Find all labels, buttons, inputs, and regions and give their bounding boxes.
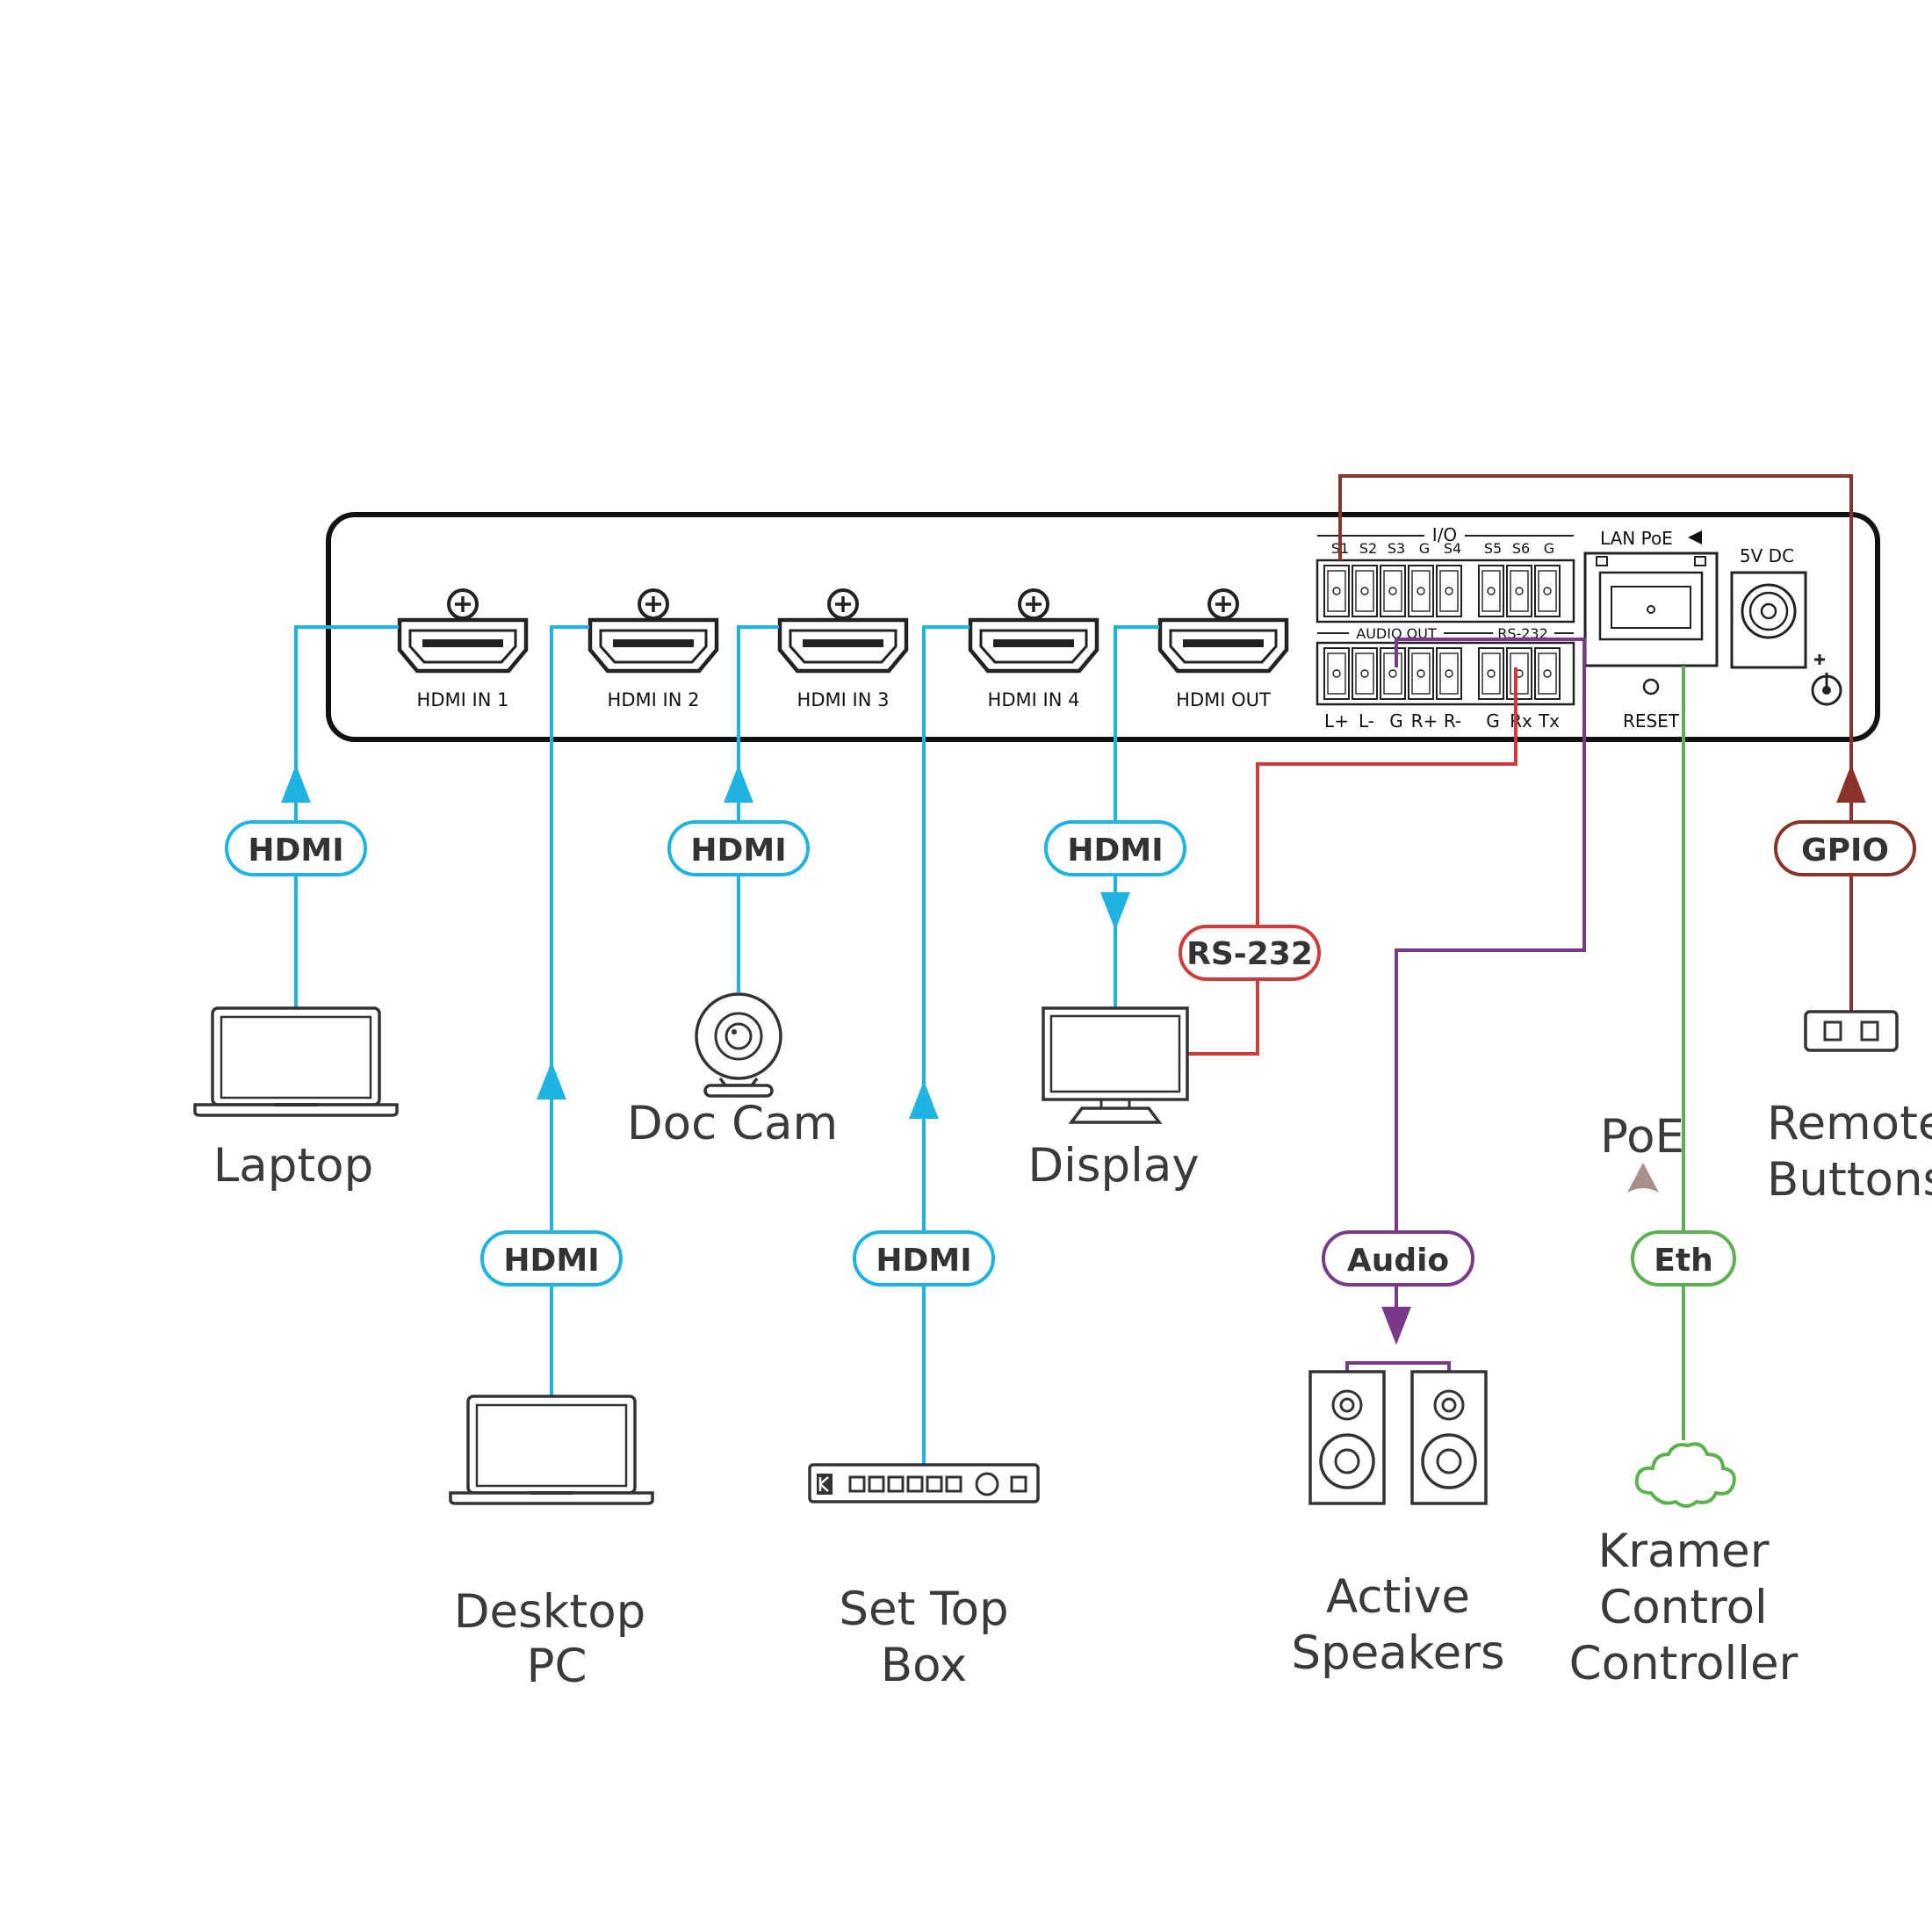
hdmi-cable-display bbox=[1100, 625, 1159, 1008]
hdmi-pill-desktop: HDMI bbox=[480, 1230, 623, 1287]
gpio-cable bbox=[1338, 474, 1866, 1012]
set-top-box-label-line1: Set Top bbox=[839, 1582, 1008, 1636]
controller-label-line1: Kramer bbox=[1597, 1525, 1769, 1578]
reset-button[interactable]: RESET bbox=[1623, 678, 1680, 732]
controller-label-line3: Controller bbox=[1569, 1637, 1799, 1690]
audio-pin-label: R+ bbox=[1411, 710, 1438, 732]
eth-pill-label: Eth bbox=[1654, 1243, 1712, 1279]
speakers-label-line2: Speakers bbox=[1291, 1626, 1504, 1680]
rs232-pin-label: Rx bbox=[1510, 710, 1532, 732]
hdmi-in-1-label: HDMI IN 1 bbox=[417, 689, 509, 710]
audio-pin-label: L+ bbox=[1324, 710, 1349, 732]
remote-buttons-icon bbox=[1804, 1010, 1899, 1052]
lan-poe-label: LAN PoE bbox=[1600, 528, 1673, 549]
desktop-pc-icon bbox=[449, 1395, 654, 1505]
io-pin-label: S6 bbox=[1512, 540, 1530, 557]
hdmi-in-3-label: HDMI IN 3 bbox=[797, 689, 890, 710]
hdmi-pill-laptop: HDMI bbox=[225, 820, 367, 876]
desktop-pc-label-line2: PC bbox=[527, 1640, 588, 1693]
io-pin-label: S5 bbox=[1484, 540, 1502, 557]
audio-pin-label: R- bbox=[1444, 710, 1461, 732]
hdmi-pill-doccam: HDMI bbox=[667, 820, 810, 876]
hdmi-out-label: HDMI OUT bbox=[1176, 689, 1271, 710]
gpio-pill: GPIO bbox=[1774, 820, 1916, 876]
hdmi-cable-settop bbox=[909, 625, 970, 1465]
audio-pill: Audio bbox=[1322, 1230, 1474, 1287]
poe-arrow-icon bbox=[1627, 1163, 1659, 1193]
io-pin-label: S3 bbox=[1388, 540, 1405, 557]
audio-rs232-terminal-block[interactable]: AUDIO OUT RS-232 L+ L- G R+ R- G Rx Tx bbox=[1316, 625, 1575, 732]
power-label: 5V DC bbox=[1740, 545, 1794, 566]
controller-label-line2: Control bbox=[1599, 1581, 1768, 1634]
hdmi-in-2-label: HDMI IN 2 bbox=[608, 689, 700, 710]
hdmi-pill-label: HDMI bbox=[876, 1243, 971, 1279]
io-terminal-block[interactable]: I/O S1 S2 S3 G S4 S5 S6 G bbox=[1316, 524, 1575, 624]
eth-pill: Eth bbox=[1631, 1230, 1736, 1287]
poe-label: PoE bbox=[1600, 1110, 1684, 1164]
laptop-icon bbox=[193, 1006, 399, 1117]
device-rear-panel: HDMI IN 1 HDMI IN 2 HDMI IN 3 HDMI IN 4 … bbox=[326, 512, 1880, 742]
hdmi-pill-label: HDMI bbox=[1067, 833, 1163, 869]
io-pin-label: G bbox=[1419, 540, 1430, 557]
rs232-pill-label: RS-232 bbox=[1186, 936, 1313, 972]
speakers-label-line1: Active bbox=[1326, 1570, 1470, 1624]
remote-buttons-label-line2: Buttons bbox=[1767, 1153, 1932, 1207]
audio-pin-label: L- bbox=[1359, 710, 1374, 732]
rs232-pin-label: Tx bbox=[1538, 710, 1560, 732]
rs232-cable bbox=[1187, 667, 1517, 1056]
hdmi-pill-label: HDMI bbox=[248, 833, 343, 869]
audio-pin-label: G bbox=[1389, 710, 1403, 732]
speakers-icon bbox=[1308, 1361, 1488, 1505]
set-top-box-label-line2: Box bbox=[881, 1639, 968, 1692]
desktop-pc-label-line1: Desktop bbox=[454, 1585, 646, 1639]
remote-buttons-label-line1: Remote bbox=[1767, 1097, 1932, 1150]
reset-label: RESET bbox=[1623, 710, 1680, 732]
audio-cable bbox=[1381, 638, 1586, 1345]
lan-indicator-icon bbox=[1688, 530, 1702, 544]
laptop-label: Laptop bbox=[213, 1139, 374, 1193]
hdmi-pill-display: HDMI bbox=[1044, 820, 1186, 876]
doc-cam-icon bbox=[695, 992, 782, 1098]
io-title: I/O bbox=[1432, 524, 1457, 545]
hdmi-pill-label: HDMI bbox=[503, 1243, 599, 1279]
io-pin-label: S4 bbox=[1444, 540, 1461, 557]
rs232-pill: RS-232 bbox=[1179, 925, 1321, 981]
audio-pill-label: Audio bbox=[1347, 1243, 1449, 1279]
hdmi-pill-label: HDMI bbox=[690, 833, 786, 869]
hdmi-cable-desktop bbox=[537, 625, 589, 1397]
display-label: Display bbox=[1027, 1139, 1199, 1193]
rs232-pin-label: G bbox=[1486, 710, 1500, 732]
io-pin-label: G bbox=[1544, 540, 1554, 557]
hdmi-cable-laptop bbox=[281, 625, 399, 1012]
display-icon bbox=[1042, 1006, 1189, 1124]
gpio-pill-label: GPIO bbox=[1801, 833, 1889, 869]
hdmi-pill-settop: HDMI bbox=[853, 1230, 995, 1287]
set-top-box-icon bbox=[808, 1463, 1040, 1503]
doc-cam-label: Doc Cam bbox=[627, 1097, 838, 1150]
lan-poe-port[interactable]: LAN PoE bbox=[1583, 528, 1719, 667]
hdmi-in-4-label: HDMI IN 4 bbox=[988, 689, 1080, 710]
power-connector[interactable]: 5V DC bbox=[1730, 545, 1842, 706]
io-pin-label: S2 bbox=[1359, 540, 1377, 557]
cloud-icon bbox=[1634, 1442, 1736, 1508]
polarity-icon bbox=[1811, 654, 1842, 706]
